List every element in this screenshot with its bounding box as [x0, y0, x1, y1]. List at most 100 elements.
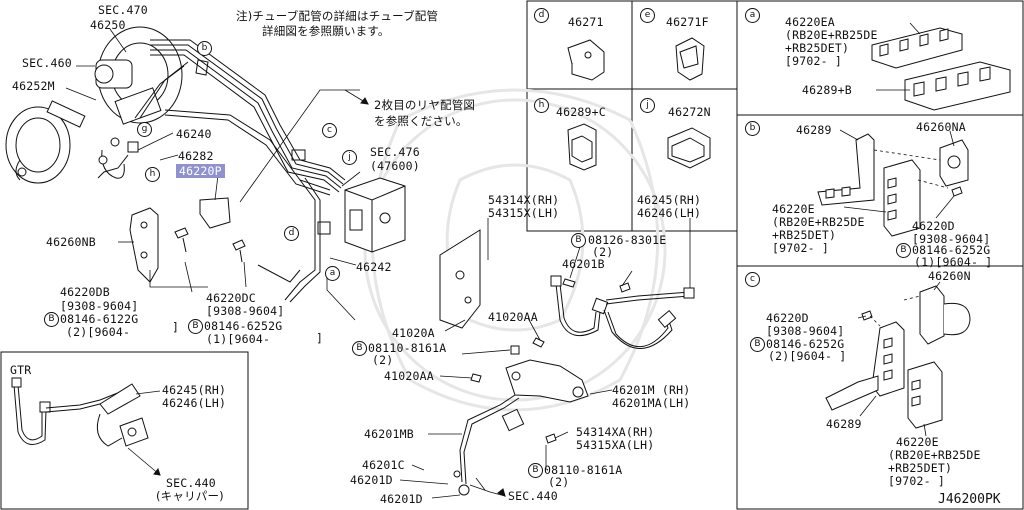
- callout-j-icon[interactable]: j: [342, 150, 357, 165]
- label-08126-8301e[interactable]: 08126-8301E: [588, 233, 667, 247]
- label-41020aa-lower[interactable]: 41020AA: [384, 369, 434, 383]
- label-46282[interactable]: 46282: [178, 149, 214, 163]
- panel-c-46220d-range: [9308-9604]: [766, 324, 845, 338]
- panel-b-46289[interactable]: 46289: [796, 123, 832, 137]
- leader-lines-front: [399, 218, 691, 499]
- panel-a-46289b[interactable]: 46289+B: [802, 83, 852, 97]
- panel-b-46220e[interactable]: 46220E: [772, 202, 815, 216]
- label-46220dc-range: [9308-9604]: [206, 304, 285, 318]
- bolt-marker-icon: B: [750, 337, 765, 352]
- label-54315x[interactable]: 54315X(LH): [488, 206, 560, 220]
- label-08126-8301e-qty: (2): [592, 245, 614, 259]
- panel-c-artwork: [825, 285, 971, 429]
- callout-h-icon[interactable]: h: [145, 167, 160, 182]
- panel-c-dashed: [869, 295, 921, 327]
- brake-tube-bundle: [97, 39, 346, 303]
- panel-b-bolt[interactable]: 08146-6252G: [912, 243, 991, 257]
- label-sec476[interactable]: SEC.476: [370, 145, 420, 159]
- label-46201d-upper[interactable]: 46201D: [350, 473, 393, 487]
- label-08146-6122g-qty: (2)[9604-: [66, 325, 131, 339]
- label-54314xa[interactable]: 54314XA(RH): [576, 425, 655, 439]
- label-08146-6252g-close: ]: [316, 331, 324, 345]
- label-46201b[interactable]: 46201B: [562, 257, 605, 271]
- callout-c-icon[interactable]: c: [322, 123, 337, 138]
- detail-thumbnails: [567, 37, 711, 171]
- label-54314x[interactable]: 54314X(RH): [488, 193, 560, 207]
- panel-b-engine1: (RB20E+RB25DE: [772, 215, 865, 229]
- gtr-panel-frame: [0, 351, 249, 510]
- label-46242[interactable]: 46242: [356, 260, 392, 274]
- panel-b-letter-icon: b: [745, 121, 760, 136]
- gtr-label-sec440[interactable]: SEC.440: [166, 476, 216, 490]
- panel-c-bolt[interactable]: 08146-6252G: [766, 337, 845, 351]
- bolt-marker-icon: B: [896, 243, 911, 258]
- panel-a-range: [9702- ]: [785, 54, 842, 68]
- panel-c-46260n[interactable]: 46260N: [928, 269, 971, 283]
- label-46252m[interactable]: 46252M: [12, 79, 55, 93]
- brake-booster-group: [5, 26, 183, 184]
- label-46260nb[interactable]: 46260NB: [46, 235, 96, 249]
- label-46245[interactable]: 46245(RH): [637, 193, 702, 207]
- callout-g-icon[interactable]: g: [137, 122, 152, 137]
- callout-d-icon[interactable]: d: [284, 226, 299, 241]
- detail-d-part[interactable]: 46271: [568, 15, 604, 29]
- detail-h-part[interactable]: 46289+C: [556, 105, 606, 119]
- label-46201c[interactable]: 46201C: [362, 458, 405, 472]
- diagram-code: J46200PK: [938, 492, 1001, 507]
- panel-b-46220d[interactable]: 46220D: [912, 219, 955, 233]
- label-46201ma[interactable]: 46201MA(LH): [612, 396, 691, 410]
- label-sec440[interactable]: SEC.440: [508, 489, 558, 503]
- label-41020aa-upper[interactable]: 41020AA: [488, 310, 538, 324]
- label-47600[interactable]: (47600): [370, 159, 420, 173]
- bolt-marker-icon: B: [528, 463, 543, 478]
- gtr-title: GTR: [10, 363, 32, 377]
- detail-j-part[interactable]: 46272N: [668, 105, 711, 119]
- detail-e-part[interactable]: 46271F: [666, 15, 709, 29]
- label-08110-8161a-upper[interactable]: 08110-8161A: [368, 341, 447, 355]
- label-46201m[interactable]: 46201M (RH): [612, 383, 691, 397]
- label-46201mb[interactable]: 46201MB: [364, 427, 414, 441]
- panel-b-artwork: [817, 133, 969, 237]
- callout-b-icon[interactable]: b: [197, 41, 212, 56]
- panel-c-46289[interactable]: 46289: [826, 417, 862, 431]
- gtr-label-46245[interactable]: 46245(RH): [162, 383, 227, 397]
- panel-b-46260na[interactable]: 46260NA: [916, 120, 966, 134]
- label-46246[interactable]: 46246(LH): [637, 206, 702, 220]
- label-08110-8161a-lower[interactable]: 08110-8161A: [544, 463, 623, 477]
- label-46201d-lower[interactable]: 46201D: [380, 492, 423, 506]
- label-46220db[interactable]: 46220DB: [60, 285, 110, 299]
- bracket-46260nb: [129, 197, 246, 283]
- panel-c-qty: (2)[9604- ]: [768, 349, 847, 363]
- label-08146-6122g[interactable]: 08146-6122G: [60, 312, 139, 326]
- gtr-arrow-icon: [153, 467, 161, 476]
- label-41020a[interactable]: 41020A: [392, 326, 435, 340]
- rear-ref-arrow-icon: [360, 97, 369, 105]
- label-sec460[interactable]: SEC.460: [22, 56, 72, 70]
- label-46250[interactable]: 46250: [90, 18, 126, 32]
- label-46240[interactable]: 46240: [176, 127, 212, 141]
- rear-note-line2: を参照ください。: [374, 114, 468, 128]
- label-08110-8161a-upper-qty: (2): [372, 353, 394, 367]
- panel-c-engine1: (RB20E+RB25DE: [888, 448, 981, 462]
- label-54315xa[interactable]: 54315XA(LH): [576, 438, 655, 452]
- panel-a-artwork: [871, 27, 1011, 111]
- bolt-marker-icon: B: [188, 319, 203, 334]
- gtr-label-46246[interactable]: 46246(LH): [162, 396, 227, 410]
- panel-b-leaders: [839, 129, 955, 219]
- callout-a-icon[interactable]: a: [325, 266, 340, 281]
- label-08146-6252g[interactable]: 08146-6252G: [204, 319, 283, 333]
- label-sec470[interactable]: SEC.470: [98, 3, 148, 17]
- rear-note-line1: 2枚目のリヤ配管図: [374, 98, 476, 112]
- gtr-label-caliper: (キャリパー): [156, 489, 224, 503]
- tube-note-line1: 注)チューブ配管の詳細はチューブ配管: [236, 9, 439, 23]
- abs-actuator: [344, 177, 406, 253]
- watermark-emblem: [363, 88, 667, 412]
- label-46220dc[interactable]: 46220DC: [206, 291, 256, 305]
- panel-c-46220e[interactable]: 46220E: [896, 435, 939, 449]
- panel-a-46220ea[interactable]: 46220EA: [785, 15, 835, 29]
- panel-c-46220d[interactable]: 46220D: [766, 311, 809, 325]
- label-46220p-highlighted[interactable]: 46220P: [176, 164, 225, 178]
- panel-a-letter-icon: a: [745, 8, 760, 23]
